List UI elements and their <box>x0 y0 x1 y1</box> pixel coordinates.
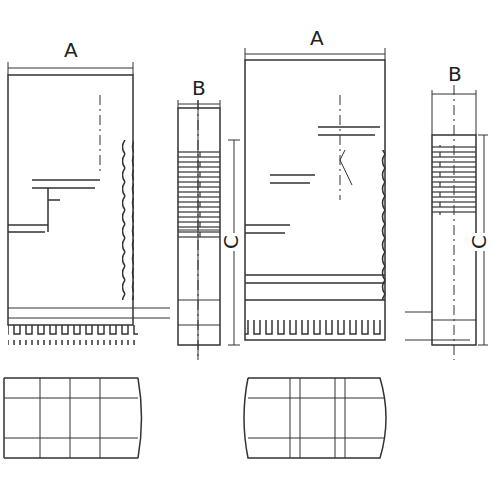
dimension-label: A <box>62 40 80 60</box>
dimension-label: C <box>469 233 489 251</box>
dimension-label: B <box>190 78 208 98</box>
dimension-label: A <box>308 28 326 48</box>
dimension-label: C <box>221 233 241 251</box>
dimension-label: B <box>446 64 464 84</box>
